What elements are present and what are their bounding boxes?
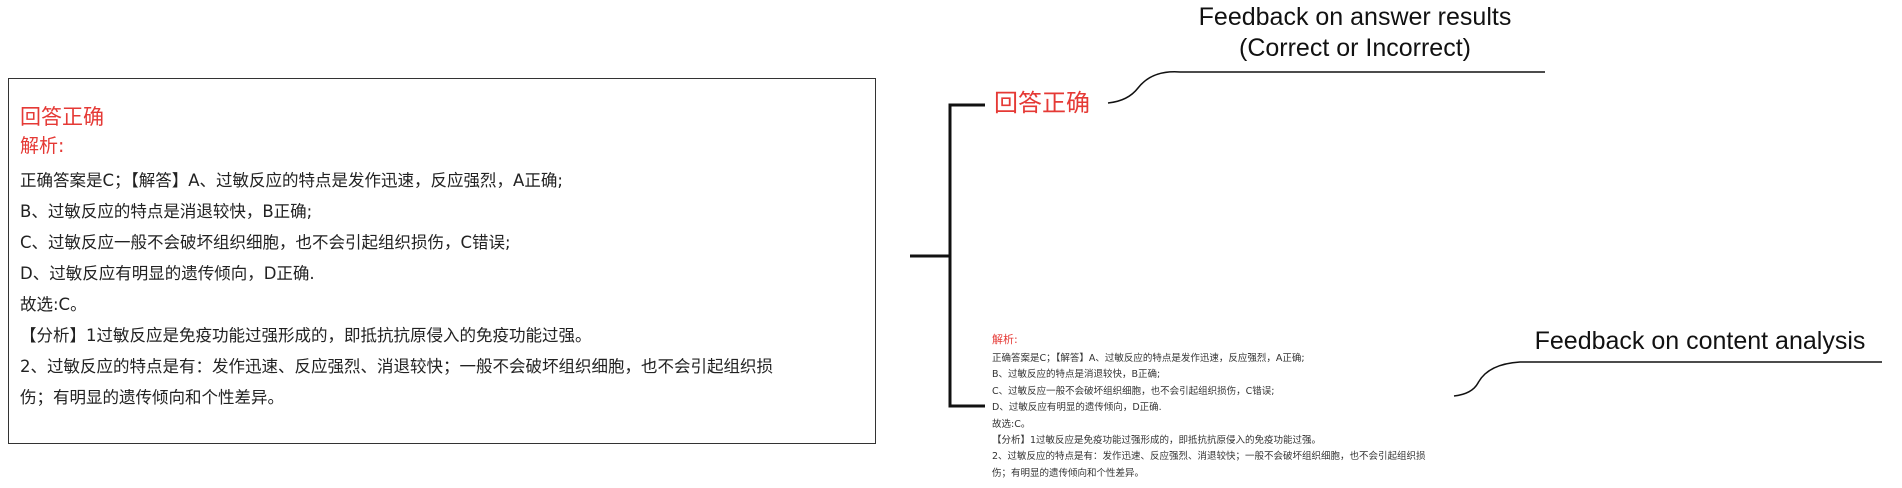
callout-answer-results-line2: (Correct or Incorrect) bbox=[1239, 34, 1471, 62]
diagram-analysis-line: C、过敏反应一般不会破坏组织细胞，也不会引起组织损伤，C错误; bbox=[992, 385, 1275, 397]
diagram-analysis-line: B、过敏反应的特点是消退较快，B正确; bbox=[992, 369, 1161, 381]
diagram-analysis-text: 正确答案是C；【解答】A、过敏反应的特点是发作迅速，反应强烈，A正确; B、过敏… bbox=[992, 351, 1426, 482]
feedback-panel: 回答正确 解析: 正确答案是C；【解答】A、过敏反应的特点是发作迅速，反应强烈，… bbox=[8, 78, 876, 444]
analysis-line: 【分析】1过敏反应是免疫功能过强形成的，即抵抗抗原侵入的免疫功能过强。 bbox=[20, 326, 592, 345]
callout-answer-results-line1: Feedback on answer results bbox=[1198, 3, 1512, 31]
result-heading: 回答正确 bbox=[20, 105, 104, 129]
diagram-analysis-line: 伤；有明显的遗传倾向和个性差异。 bbox=[992, 467, 1145, 479]
analysis-line: 故选:C。 bbox=[20, 295, 87, 314]
analysis-label: 解析: bbox=[20, 135, 65, 157]
diagram-analysis-line: 正确答案是C；【解答】A、过敏反应的特点是发作迅速，反应强烈，A正确; bbox=[992, 353, 1305, 364]
analysis-line: 正确答案是C；【解答】A、过敏反应的特点是发作迅速，反应强烈，A正确; bbox=[20, 171, 563, 190]
analysis-line: D、过敏反应有明显的遗传倾向，D正确. bbox=[20, 264, 315, 283]
diagram-analysis-line: D、过敏反应有明显的遗传倾向，D正确. bbox=[992, 402, 1162, 414]
analysis-line: 2、过敏反应的特点是有：发作迅速、反应强烈、消退较快；一般不会破坏组织细胞，也不… bbox=[20, 357, 773, 376]
diagram-analysis-label: 解析: bbox=[992, 333, 1018, 346]
diagram-analysis-line: 【分析】1过敏反应是免疫功能过强形成的，即抵抗抗原侵入的免疫功能过强。 bbox=[992, 434, 1322, 446]
diagram-result-heading: 回答正确 bbox=[994, 89, 1090, 117]
leader-analysis bbox=[1453, 361, 1882, 397]
analysis-line: 伤；有明显的遗传倾向和个性差异。 bbox=[20, 388, 284, 407]
analysis-text: 正确答案是C；【解答】A、过敏反应的特点是发作迅速，反应强烈，A正确; B、过敏… bbox=[20, 165, 866, 413]
callout-answer-results: Feedback on answer results (Correct or I… bbox=[1150, 2, 1560, 64]
callout-content-analysis: Feedback on content analysis bbox=[1534, 327, 1866, 355]
leader-result bbox=[1107, 71, 1545, 104]
diagram-analysis-line: 故选:C。 bbox=[992, 418, 1031, 430]
analysis-line: B、过敏反应的特点是消退较快，B正确; bbox=[20, 202, 313, 221]
diagram-analysis-line: 2、过敏反应的特点是有：发作迅速、反应强烈、消退较快；一般不会破坏组织细胞，也不… bbox=[992, 451, 1426, 463]
analysis-line: C、过敏反应一般不会破坏组织细胞，也不会引起组织损伤，C错误; bbox=[20, 233, 511, 252]
